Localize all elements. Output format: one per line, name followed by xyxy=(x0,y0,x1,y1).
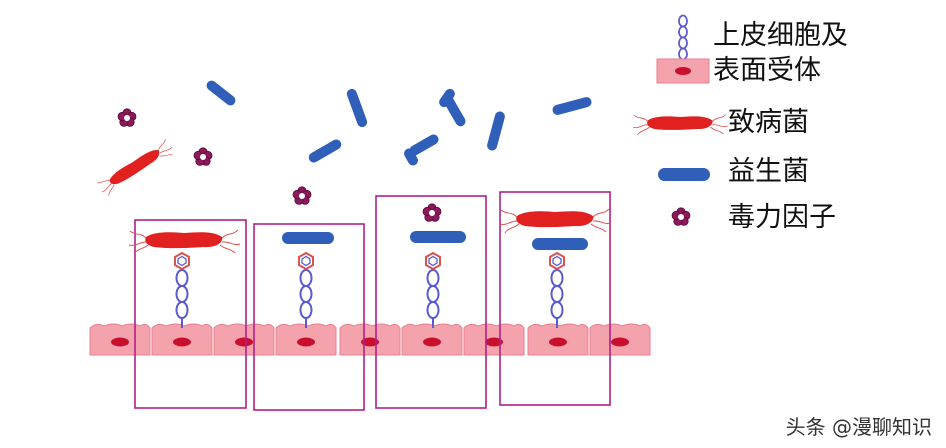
binding-box xyxy=(375,195,487,409)
surface-receptors xyxy=(174,252,565,329)
epithelial-cell-layer xyxy=(89,323,651,356)
probiotic-bound xyxy=(532,238,588,250)
probiotic-free xyxy=(206,80,236,106)
binding-site-boxes xyxy=(134,191,611,411)
toxin-factor xyxy=(292,186,312,205)
watermark: 头条 @漫聊知识 xyxy=(785,415,932,439)
toxin-factor xyxy=(117,108,137,127)
probiotic-icon xyxy=(658,168,710,181)
binding-box xyxy=(499,191,611,406)
binding-box xyxy=(134,219,247,409)
legend-label-receptor: 上皮细胞及 xyxy=(713,20,848,51)
probiotic-free xyxy=(552,97,592,115)
epithelial-cell xyxy=(463,323,525,356)
epithelial-cell xyxy=(339,323,401,356)
pathogen-free xyxy=(95,138,177,199)
epithelial-cell xyxy=(527,323,589,356)
pathogen-blocked xyxy=(499,208,612,234)
legend-icons xyxy=(632,14,729,226)
probiotic-free xyxy=(308,139,342,163)
binding-box xyxy=(253,223,365,411)
nucleus-icon xyxy=(675,67,691,75)
receptor-chain-icon xyxy=(678,14,688,61)
toxin-icon xyxy=(671,207,691,226)
surface-receptor xyxy=(174,252,190,329)
free-organisms xyxy=(95,80,592,205)
epithelial-cell xyxy=(401,323,463,356)
probiotic-free xyxy=(409,134,439,156)
probiotic-free xyxy=(439,88,455,108)
epithelial-cell xyxy=(275,323,337,356)
toxin-factor xyxy=(422,203,442,222)
toxin-factor xyxy=(193,147,213,166)
epithelial-cell xyxy=(89,323,151,356)
pathogen-icon xyxy=(632,114,729,136)
probiotic-free xyxy=(404,148,418,166)
probiotic-bound xyxy=(282,232,334,244)
legend-label-probiotic: 益生菌 xyxy=(728,156,809,187)
epithelial-cell xyxy=(151,323,213,356)
surface-receptor xyxy=(425,252,441,329)
probiotic-free xyxy=(346,88,368,128)
legend-label-pathogen: 致病菌 xyxy=(728,107,809,138)
epithelial-cell xyxy=(213,323,275,356)
probiotic-bound xyxy=(410,231,466,243)
pathogen-bound xyxy=(128,229,241,255)
surface-receptor xyxy=(298,252,314,329)
legend-label-toxin: 毒力因子 xyxy=(728,202,836,233)
legend-label-receptor-line2: 表面受体 xyxy=(713,55,821,86)
surface-receptor xyxy=(549,252,565,329)
epithelial-cell xyxy=(589,323,651,356)
probiotic-free xyxy=(487,111,505,151)
